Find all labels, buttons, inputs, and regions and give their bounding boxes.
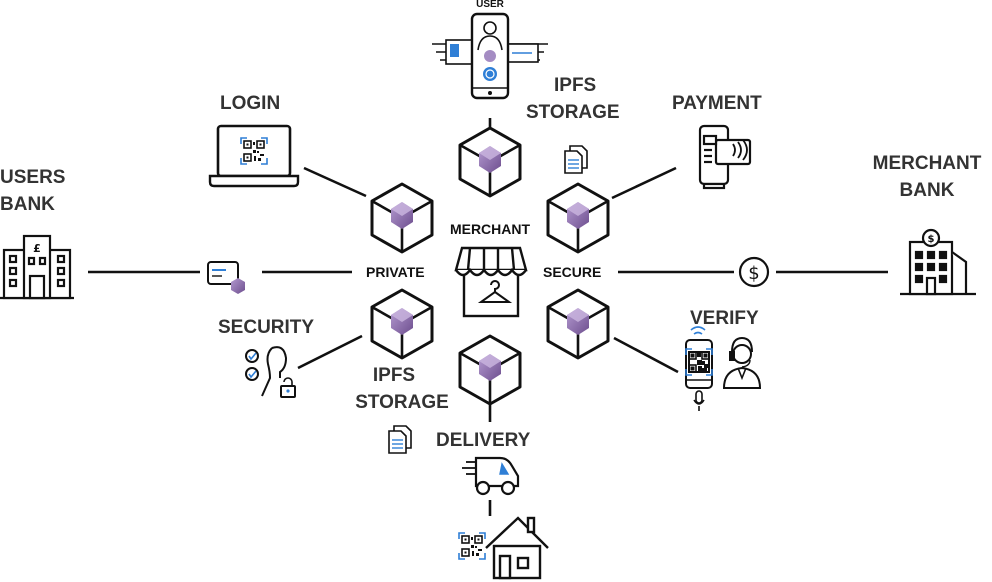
connector-lines	[88, 118, 888, 516]
users-bank-line1: USERS	[0, 167, 66, 188]
users-bank-line2: BANK	[0, 194, 55, 215]
user-label: USER	[476, 0, 504, 10]
verify-label: VERIFY	[690, 308, 759, 329]
bank-pound-icon: £	[0, 234, 74, 300]
login-label: LOGIN	[220, 93, 281, 114]
laptop-qr-icon	[208, 124, 300, 188]
house-qr-icon	[458, 516, 549, 580]
dollar-coin-icon: $	[738, 256, 770, 288]
delivery-label: DELIVERY	[436, 430, 531, 451]
ipfs-storage-bottom-label: IPFS STORAGE	[340, 366, 464, 412]
merchant-bank-line2: BANK	[899, 180, 955, 201]
ipfs-storage-bottom-line2: STORAGE	[355, 392, 449, 413]
line-payment-node	[611, 166, 677, 200]
node-lower-left-icon	[370, 288, 434, 360]
payment-label: PAYMENT	[672, 93, 762, 114]
merchant-bank-label: MERCHANT BANK	[862, 154, 992, 200]
node-upper-right-icon	[546, 182, 610, 254]
merchant-bank-line1: MERCHANT	[872, 153, 982, 174]
svg-text:$: $	[928, 234, 935, 245]
smartphone-user-icon	[432, 12, 548, 100]
line-login-node	[303, 166, 367, 198]
user-lock-icon	[245, 346, 296, 398]
phone-agent-icon	[685, 326, 762, 411]
node-top-icon	[458, 126, 522, 198]
private-label: PRIVATE	[366, 264, 425, 280]
ipfs-storage-top-line1: IPFS	[554, 75, 597, 96]
credit-card-icon	[207, 261, 245, 294]
ipfs-storage-bottom-line1: IPFS	[372, 365, 416, 386]
delivery-van-icon	[462, 456, 520, 496]
svg-text:£: £	[33, 242, 41, 255]
documents-icon	[564, 145, 588, 174]
bank-dollar-icon: $	[900, 228, 976, 296]
storefront-icon	[454, 246, 528, 318]
merchant-label: MERCHANT	[449, 221, 531, 237]
ipfs-storage-top-line2: STORAGE	[526, 102, 620, 123]
line-verify-node	[613, 336, 679, 374]
node-upper-left-icon	[370, 182, 434, 254]
svg-text:$: $	[748, 263, 759, 284]
documents-icon	[388, 425, 412, 454]
users-bank-label: USERS BANK	[0, 168, 65, 214]
ipfs-storage-top-label: IPFS STORAGE	[526, 76, 620, 122]
card-terminal-icon	[698, 124, 752, 190]
security-label: SECURITY	[218, 317, 315, 338]
node-bottom-icon	[458, 334, 522, 406]
node-lower-right-icon	[546, 288, 610, 360]
line-security-node	[297, 334, 363, 370]
secure-label: SECURE	[543, 264, 602, 280]
